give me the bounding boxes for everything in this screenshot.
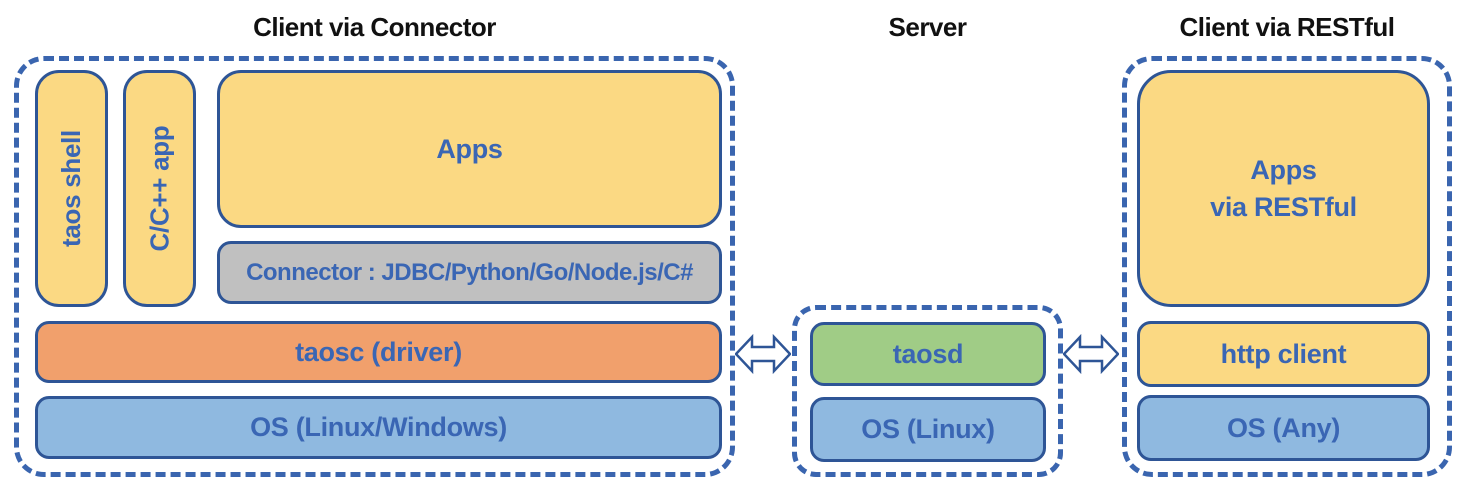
os-linux-windows-box: OS (Linux/Windows) bbox=[35, 396, 722, 459]
os-linux-label: OS (Linux) bbox=[861, 414, 995, 444]
taos-shell-box: taos shell bbox=[35, 70, 108, 307]
section-title-client-via-restful: Client via RESTful bbox=[1179, 12, 1395, 42]
apps-via-restful-line1: Apps bbox=[1250, 155, 1317, 186]
apps-via-restful-box: Apps via RESTful bbox=[1137, 70, 1430, 307]
connector-label: Connector : JDBC/Python/Go/Node.js/C# bbox=[246, 258, 693, 286]
cpp-app-box: C/C++ app bbox=[123, 70, 196, 307]
connector-box: Connector : JDBC/Python/Go/Node.js/C# bbox=[217, 241, 722, 304]
bidirectional-arrow-right bbox=[1063, 333, 1119, 375]
http-client-box: http client bbox=[1137, 321, 1430, 387]
taosd-label: taosd bbox=[892, 338, 964, 369]
section-title-server: Server bbox=[888, 12, 967, 42]
bidirectional-arrow-left bbox=[735, 333, 791, 375]
client-via-restful-group: Apps via RESTful http client OS (Any) bbox=[1122, 56, 1452, 477]
apps-label: Apps bbox=[436, 133, 503, 164]
taos-shell-label: taos shell bbox=[56, 130, 86, 247]
client-via-connector-group: taos shell C/C++ app Apps Connector : JD… bbox=[14, 56, 735, 477]
taosc-driver-label: taosc (driver) bbox=[295, 336, 462, 367]
taosd-box: taosd bbox=[810, 322, 1046, 386]
http-client-label: http client bbox=[1220, 338, 1347, 369]
taosc-driver-box: taosc (driver) bbox=[35, 321, 722, 383]
server-group: taosd OS (Linux) bbox=[792, 305, 1063, 477]
os-any-box: OS (Any) bbox=[1137, 395, 1430, 461]
apps-box: Apps bbox=[217, 70, 722, 228]
section-title-client-via-connector: Client via Connector bbox=[253, 12, 496, 42]
os-linux-windows-label: OS (Linux/Windows) bbox=[250, 412, 507, 442]
os-any-label: OS (Any) bbox=[1226, 412, 1341, 443]
cpp-app-label: C/C++ app bbox=[144, 125, 174, 252]
os-linux-box: OS (Linux) bbox=[810, 397, 1046, 462]
apps-via-restful-line2: via RESTful bbox=[1210, 191, 1357, 222]
apps-via-restful-label: Apps via RESTful bbox=[1210, 152, 1357, 225]
